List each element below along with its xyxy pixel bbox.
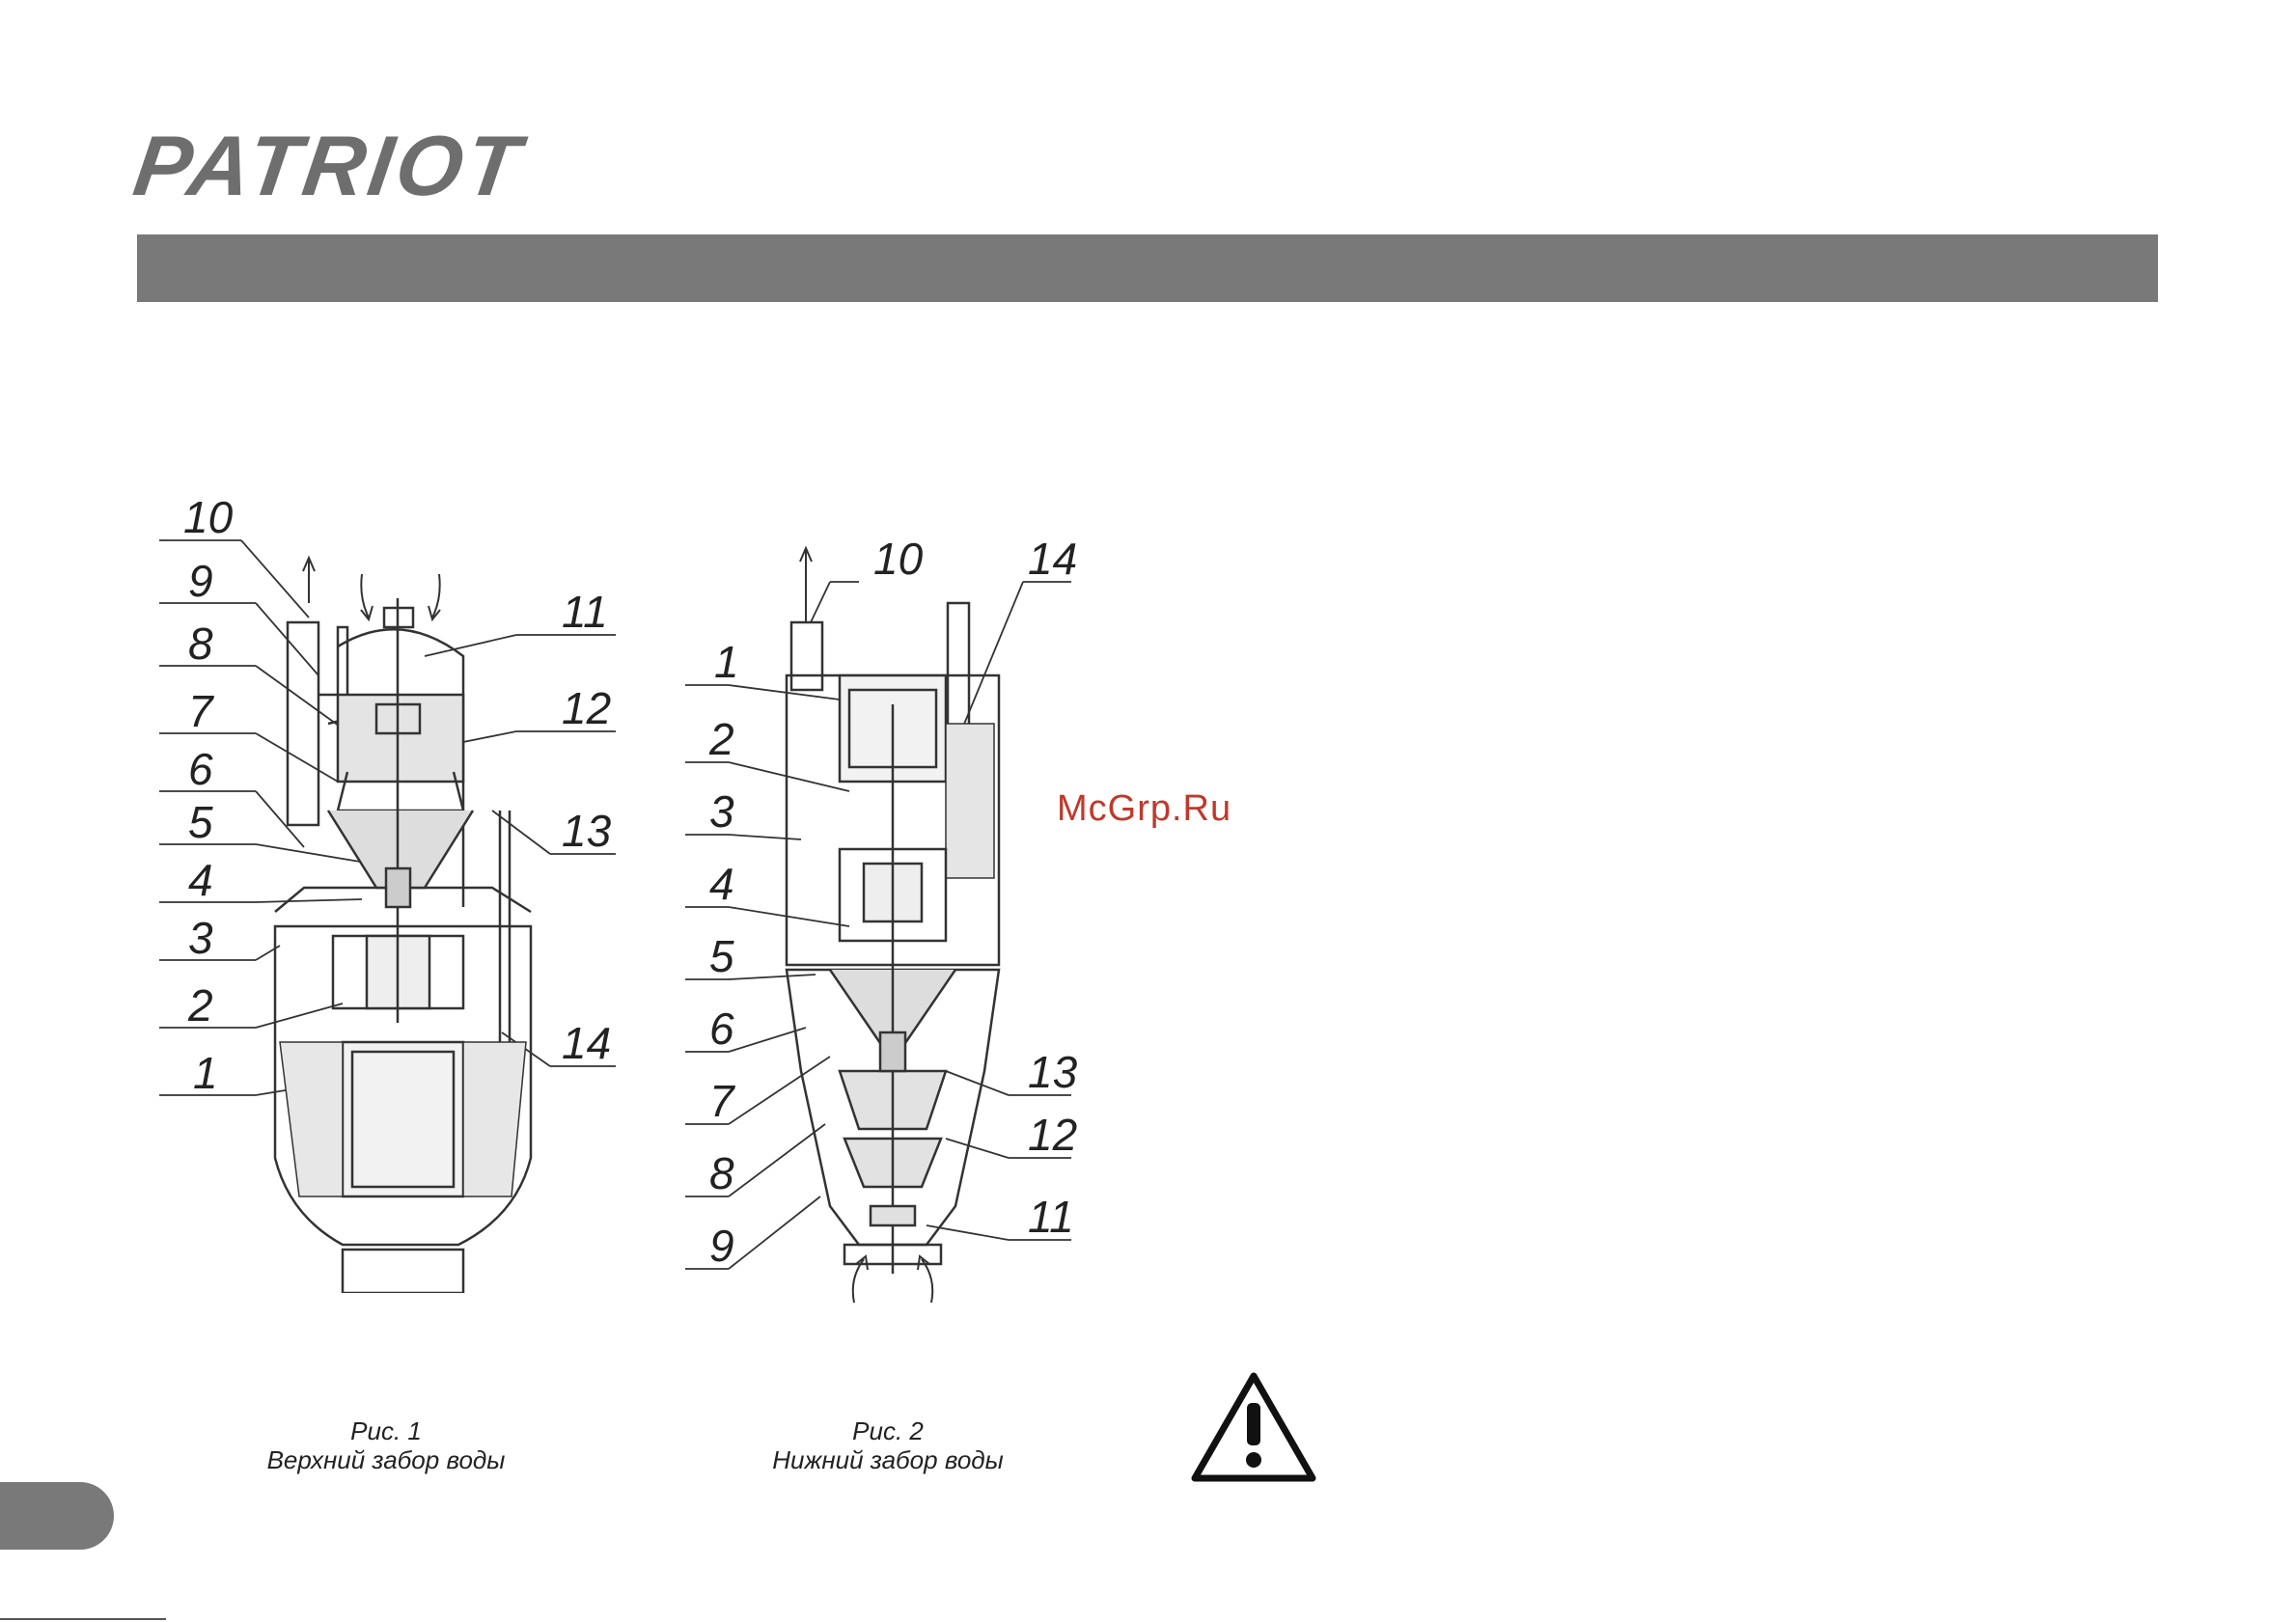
figure-1-caption-title: Верхний забор воды [222, 1445, 550, 1474]
fig1-label-11: 11 [562, 587, 608, 637]
fig1-label-2: 2 [187, 980, 213, 1031]
fig2-label-12: 12 [1028, 1110, 1077, 1160]
bottom-rule [0, 1618, 166, 1620]
fig1-label-7: 7 [188, 686, 214, 736]
patriot-logo: PATRIOT [129, 124, 529, 208]
fig1-label-1: 1 [193, 1048, 218, 1098]
figure-2-diagram: 10 14 1 2 3 4 5 6 7 8 9 13 12 11 [666, 531, 1139, 1322]
fig1-label-5: 5 [188, 797, 213, 847]
figure-2-caption: Рис. 2 Нижний забор воды [733, 1416, 1042, 1474]
figure-1-caption-number: Рис. 1 [222, 1416, 550, 1445]
fig2-label-3: 3 [709, 786, 734, 837]
fig2-label-6: 6 [709, 1003, 734, 1054]
title-bar [137, 234, 2158, 302]
figure-2-caption-title: Нижний забор воды [733, 1445, 1042, 1474]
figure-2-caption-number: Рис. 2 [733, 1416, 1042, 1445]
fig2-label-1: 1 [714, 637, 739, 687]
page-number-tab [0, 1482, 114, 1550]
fig1-label-9: 9 [188, 556, 213, 606]
fig1-label-4: 4 [188, 855, 213, 905]
fig2-label-10: 10 [873, 534, 924, 584]
fig1-label-13: 13 [562, 806, 612, 856]
figure-1-diagram: 10 9 8 7 6 5 4 3 2 1 11 12 13 14 [145, 482, 647, 1293]
fig2-label-13: 13 [1028, 1047, 1078, 1097]
fig2-label-4: 4 [709, 859, 734, 909]
fig1-label-6: 6 [188, 744, 213, 794]
fig2-label-7: 7 [709, 1076, 735, 1126]
fig2-label-5: 5 [709, 931, 734, 981]
fig1-label-3: 3 [188, 913, 213, 963]
fig2-label-11: 11 [1028, 1192, 1074, 1242]
fig1-label-12: 12 [562, 683, 611, 733]
figure-1-caption: Рис. 1 Верхний забор воды [222, 1416, 550, 1474]
fig2-label-2: 2 [708, 714, 734, 764]
fig2-label-9: 9 [709, 1221, 734, 1271]
fig2-label-14: 14 [1028, 534, 1077, 584]
fig1-label-8: 8 [188, 619, 213, 669]
watermark-text: McGrp.Ru [1057, 788, 1231, 830]
warning-triangle-icon [1189, 1370, 1318, 1489]
fig1-label-10: 10 [183, 492, 234, 542]
fig1-label-14: 14 [562, 1018, 611, 1068]
fig2-label-8: 8 [709, 1148, 734, 1198]
